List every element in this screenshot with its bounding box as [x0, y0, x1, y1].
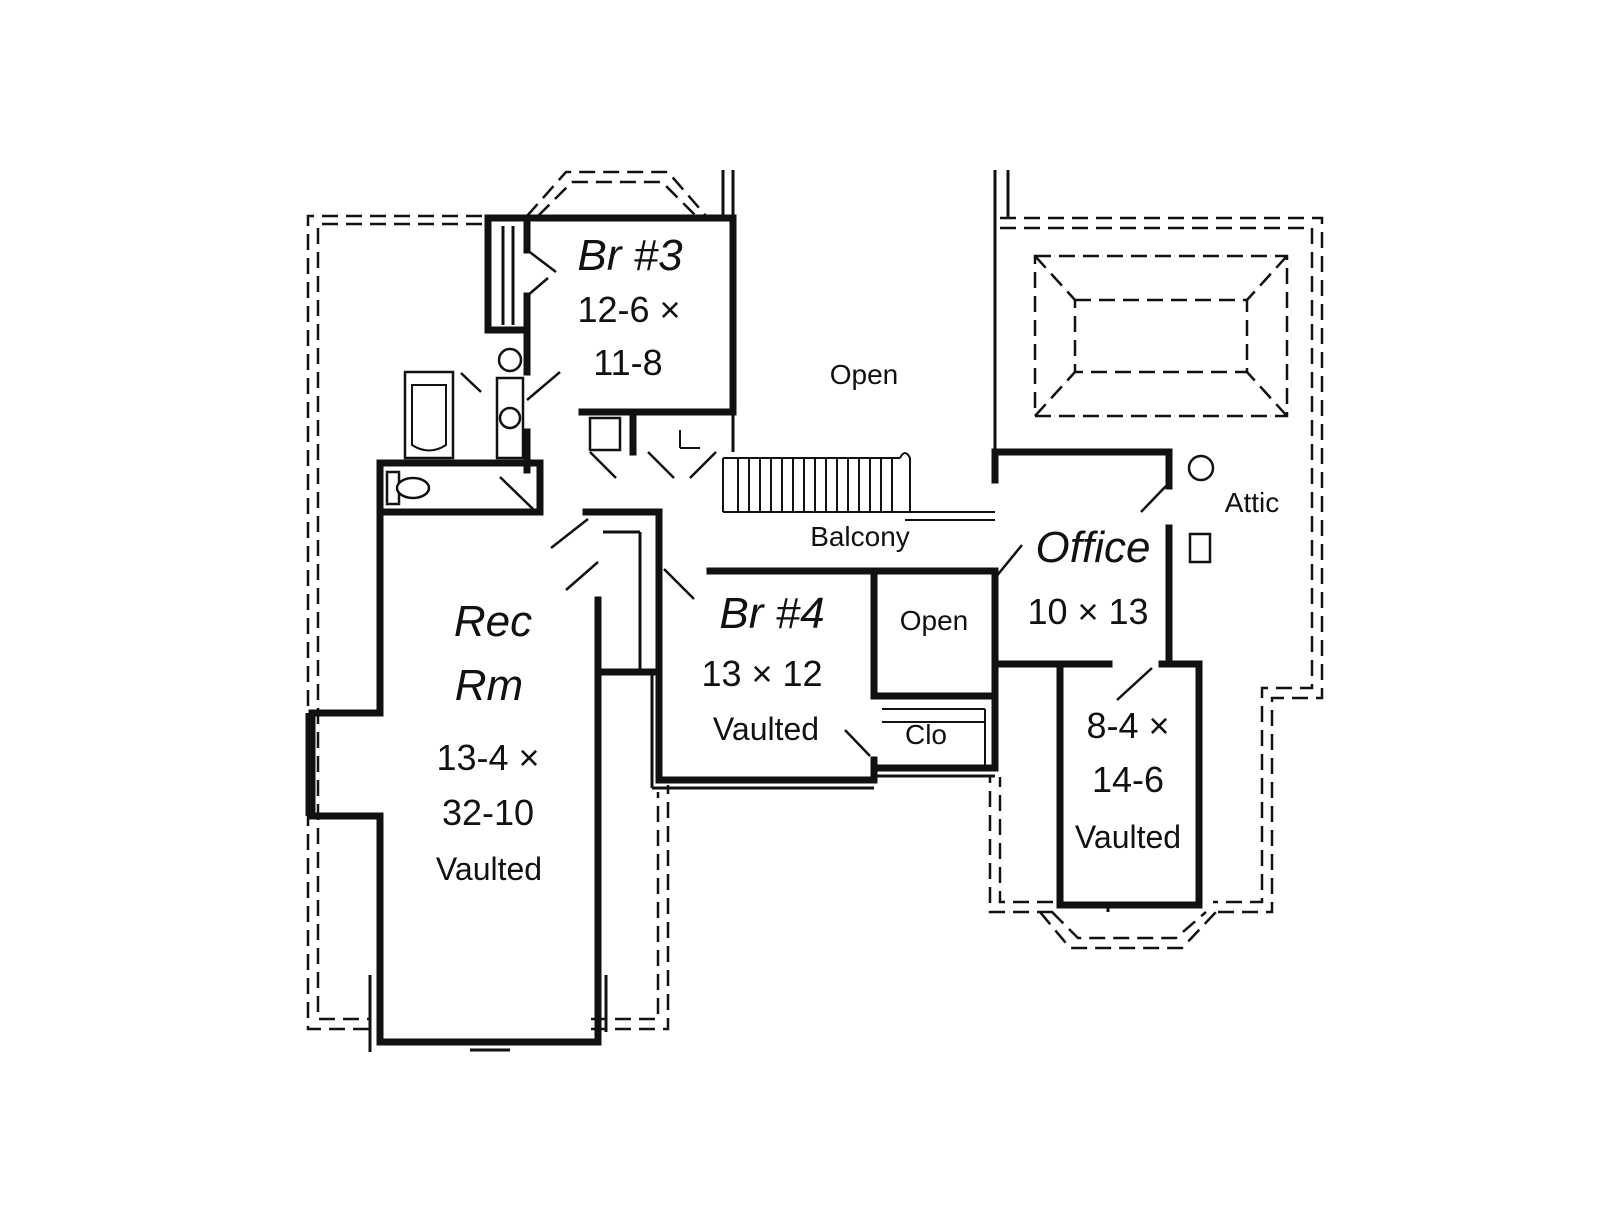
attic-ceiling-tray — [1033, 254, 1289, 418]
br3-name: Br #3 — [577, 231, 683, 280]
office-name: Office — [1036, 523, 1151, 572]
eave-outline-left — [306, 214, 670, 1031]
eave-outline-right — [988, 216, 1324, 914]
open-label-top: Open — [830, 359, 899, 390]
rec-name-1: Rec — [454, 597, 532, 646]
room5-dim-2: 14-6 — [1092, 759, 1164, 800]
office-dim: 10 × 13 — [1027, 591, 1148, 632]
sink-vanity — [495, 347, 525, 460]
br4-name: Br #4 — [719, 589, 824, 638]
closet-label: Clo — [905, 719, 947, 750]
door-swings — [460, 249, 1167, 757]
room5-note: Vaulted — [1075, 819, 1181, 855]
bathtub — [403, 370, 455, 460]
closet-lines — [640, 411, 986, 768]
br3-dim-2: 11-8 — [593, 342, 662, 383]
rec-name-2: Rm — [455, 661, 523, 710]
open-to-below-lines — [721, 170, 1010, 455]
toilet — [385, 470, 431, 506]
bay-window-bottom — [1039, 911, 1217, 950]
walls — [308, 214, 1203, 1046]
stair-treads — [737, 458, 893, 512]
window-openings — [305, 226, 1110, 1052]
hall-sink — [588, 416, 622, 452]
balcony-label: Balcony — [810, 521, 910, 552]
open-label-mid: Open — [900, 605, 969, 636]
br4-dim: 13 × 12 — [701, 653, 822, 694]
br3-dim-1: 12-6 × — [577, 289, 680, 330]
attic-fixtures — [1187, 454, 1215, 564]
rec-note: Vaulted — [436, 851, 542, 887]
attic-label: Attic — [1225, 487, 1279, 518]
bay-window-top — [526, 170, 707, 217]
rec-dim-2: 32-10 — [442, 792, 534, 833]
room5-dim-1: 8-4 × — [1086, 705, 1169, 746]
br4-note: Vaulted — [713, 711, 819, 747]
rec-dim-1: 13-4 × — [436, 737, 539, 778]
